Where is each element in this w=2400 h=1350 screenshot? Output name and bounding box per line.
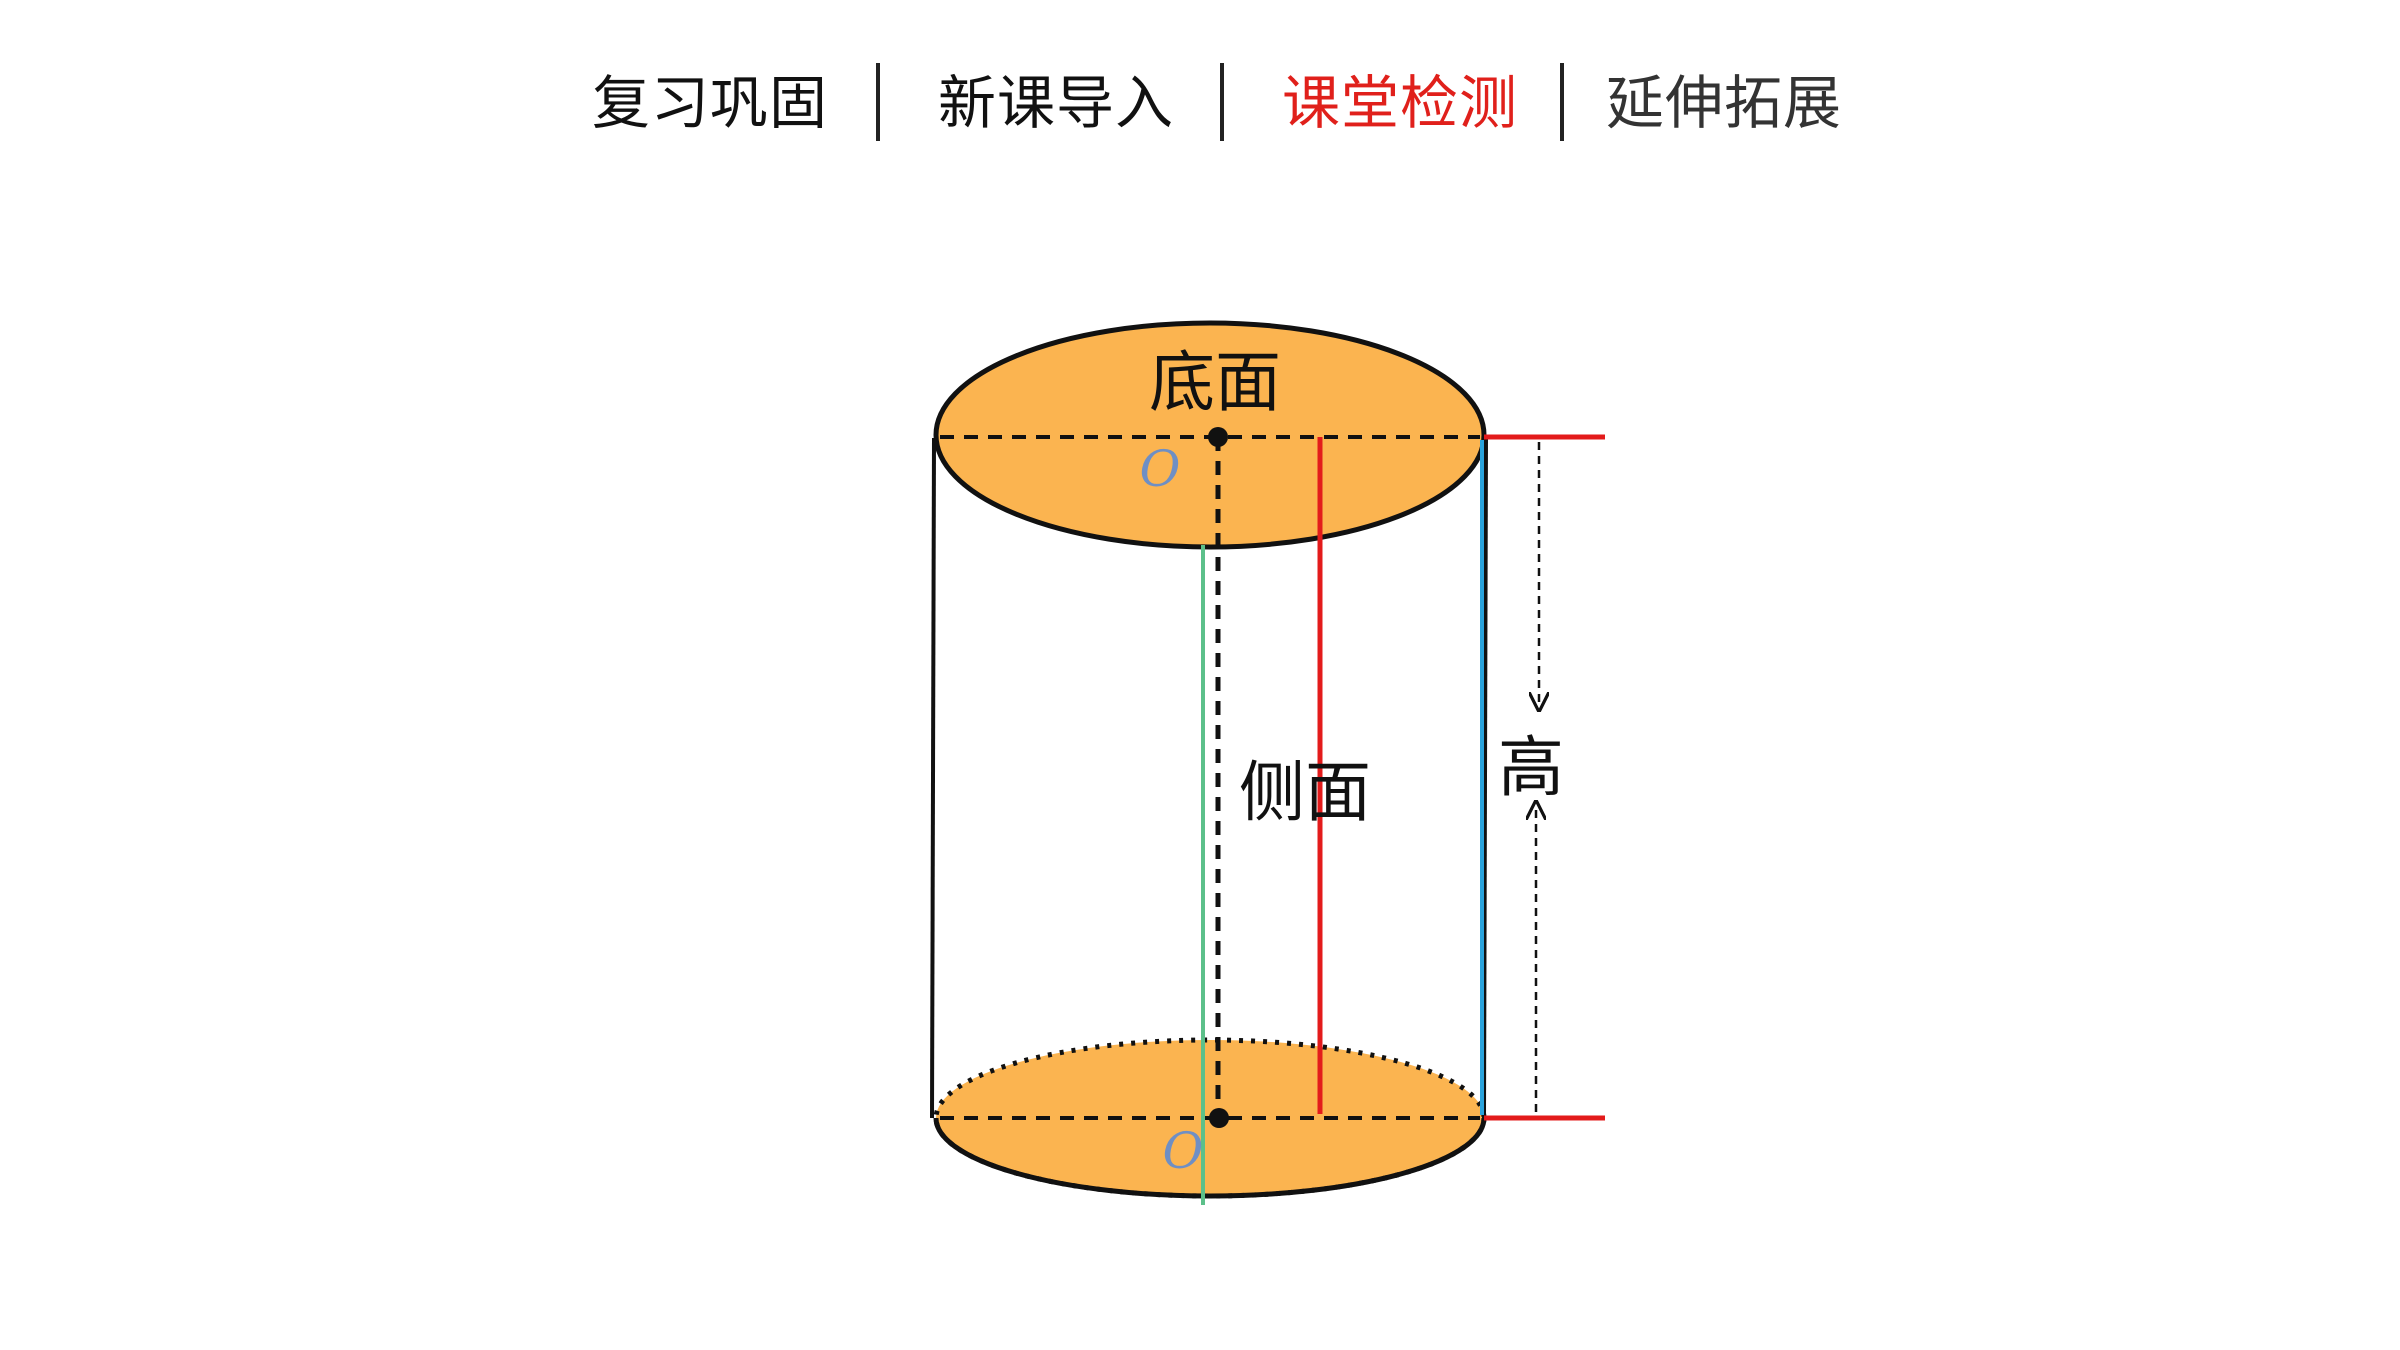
nav-separator: [1560, 63, 1564, 141]
left-side-edge: [930, 437, 936, 1119]
nav-item-new-lesson[interactable]: 新课导入: [938, 69, 1175, 137]
nav-separator: [1220, 63, 1224, 141]
right-side-edge: [1482, 437, 1488, 1119]
top-base-label: 底面: [1149, 344, 1281, 421]
side-label: 侧面: [1239, 754, 1371, 831]
bottom-center-label: O: [1163, 1122, 1204, 1180]
bottom-base-front-edge: [933, 1117, 1487, 1199]
nav-item-extension[interactable]: 延伸拓展: [1606, 69, 1843, 137]
top-navigation: 复习巩固 新课导入 课堂检测 延伸拓展: [0, 55, 2400, 150]
top-center-label: O: [1140, 440, 1181, 498]
height-label: 高: [1498, 729, 1564, 806]
nav-item-classroom-test[interactable]: 课堂检测: [1282, 69, 1519, 137]
bottom-center-point: [1209, 1108, 1229, 1128]
nav-separator: [876, 63, 880, 141]
nav-item-review[interactable]: 复习巩固: [592, 69, 829, 137]
top-center-point: [1208, 427, 1228, 447]
